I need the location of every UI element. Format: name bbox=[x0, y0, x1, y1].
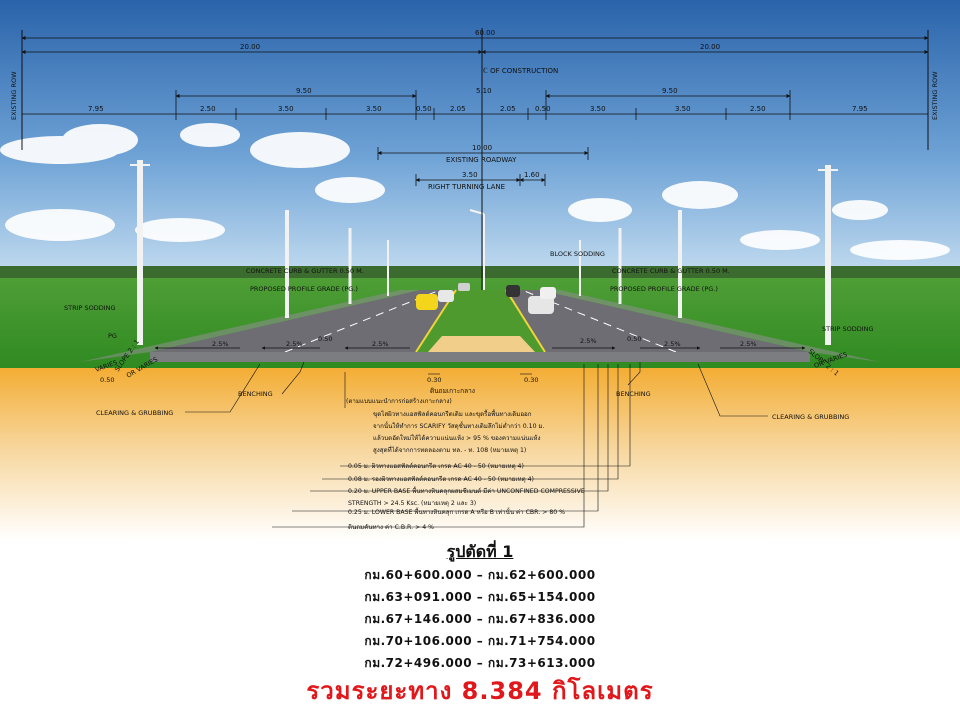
existing-row-right: EXISTING ROW bbox=[931, 71, 939, 120]
existing-roadway-label: EXISTING ROADWAY bbox=[446, 156, 517, 164]
caption: รูปตัดที่ 1 กม.60+600.000 – กม.62+600.00… bbox=[0, 540, 960, 714]
dim-existing-roadway: 10.00 bbox=[472, 144, 492, 152]
clearing-left-label: CLEARING & GRUBBING bbox=[96, 409, 173, 417]
road-left-carriageway bbox=[150, 290, 456, 352]
grade-right-2: 2.5% bbox=[664, 340, 681, 348]
dim-offset-left: 7.95 bbox=[88, 105, 104, 113]
km-range-4: กม.70+106.000 – กม.71+754.000 bbox=[364, 634, 596, 648]
clearing-right-label: CLEARING & GRUBBING bbox=[772, 413, 849, 421]
dim-median: 5.10 bbox=[476, 87, 492, 95]
existing-row-left: EXISTING ROW bbox=[10, 71, 18, 120]
bottom-050-left: 0.50 bbox=[100, 376, 114, 384]
dim-0-50-right: 0.50 bbox=[535, 105, 551, 113]
pg-offset-right: 0.50 bbox=[627, 335, 641, 343]
median-fill bbox=[428, 336, 535, 352]
layer-binder: 0.08 ม. รองผิวทางแอสฟัลต์คอนกรีต เกรด AC… bbox=[348, 475, 534, 483]
km-range-2: กม.63+091.000 – กม.65+154.000 bbox=[364, 590, 596, 604]
layer-upper-base-2: STRENGTH > 24.5 Ksc. (หมายเหตุ 2 และ 3) bbox=[348, 500, 476, 507]
dim-3-50-a-left: 3.50 bbox=[278, 105, 294, 113]
strip-sodding-left-label: STRIP SODDING bbox=[64, 304, 116, 312]
profile-right-label: PROPOSED PROFILE GRADE (PG.) bbox=[610, 285, 718, 293]
dim-3-50-b-left: 3.50 bbox=[366, 105, 382, 113]
km-range-3: กม.67+146.000 – กม.67+836.000 bbox=[364, 612, 596, 626]
curb-right-label: CONCRETE CURB & GUTTER 0.50 M. bbox=[612, 267, 730, 275]
benching-left-label: BENCHING bbox=[238, 390, 273, 398]
note-line-2: จากนั้นให้ทำการ SCARIFY วัสดุชั้นทางเดิม… bbox=[373, 421, 545, 430]
grade-right-1: 2.5% bbox=[580, 337, 597, 345]
dimension-lines bbox=[21, 36, 929, 182]
construction-centerline-label: ℂ OF CONSTRUCTION bbox=[483, 67, 558, 75]
note-line-1: ขุดไสผิวทางแอสฟัลต์คอนกรีตเดิม และขุดรื้… bbox=[373, 409, 532, 418]
dim-2-50-right: 2.50 bbox=[750, 105, 766, 113]
dim-half-left: 20.00 bbox=[240, 43, 260, 51]
bottom-030-right: 0.30 bbox=[524, 376, 538, 384]
profile-left-label: PROPOSED PROFILE GRADE (PG.) bbox=[250, 285, 358, 293]
clouds bbox=[0, 123, 950, 260]
total-distance: รวมระยะทาง 8.384 กิโลเมตร bbox=[306, 677, 654, 705]
note-line-4: สูงสุดที่ได้จากการทดลองตาม ทล. - ท. 108 … bbox=[373, 446, 526, 454]
dim-carriage-right: 9.50 bbox=[662, 87, 678, 95]
vehicles bbox=[416, 283, 556, 314]
cross-section-diagram: 60.00 20.00 20.00 ℂ OF CONSTRUCTION 9.50… bbox=[0, 0, 960, 540]
pg-label: PG bbox=[108, 332, 117, 340]
dim-2-50-left: 2.50 bbox=[200, 105, 216, 113]
strip-sodding-right-label: STRIP SODDING bbox=[822, 325, 874, 333]
dim-2-05-right: 2.05 bbox=[500, 105, 516, 113]
dim-carriage-left: 9.50 bbox=[296, 87, 312, 95]
grade-left-1: 2.5% bbox=[212, 340, 229, 348]
note-line-3: แล้วบดอัดใหม่ให้ได้ความแน่นแห้ง > 95 % ข… bbox=[373, 434, 541, 442]
bottom-030-left: 0.30 bbox=[427, 376, 441, 384]
km-range-5: กม.72+496.000 – กม.73+613.000 bbox=[364, 656, 596, 670]
shoulder-left bbox=[80, 290, 420, 362]
utility-poles bbox=[130, 160, 838, 345]
layer-surface: 0.05 ม. ผิวทางแอสฟัลต์คอนกรีต เกรด AC 40… bbox=[348, 462, 524, 470]
tree-line bbox=[0, 266, 960, 280]
dim-right-turn: 3.50 bbox=[462, 171, 478, 179]
soil-section bbox=[0, 368, 960, 540]
shoulder-right bbox=[540, 290, 880, 362]
median-fill-label: ดินถมเกาะกลาง bbox=[430, 387, 475, 395]
leader-lines bbox=[185, 361, 768, 528]
curb-line-right bbox=[505, 289, 546, 353]
dim-3-50-a-right: 3.50 bbox=[590, 105, 606, 113]
dimension-ticks bbox=[21, 90, 929, 186]
section-title: รูปตัดที่ 1 bbox=[446, 542, 514, 561]
right-turning-lane-label: RIGHT TURNING LANE bbox=[428, 183, 505, 191]
layer-lower-base: 0.25 ม. LOWER BASE พื้นทางหินคลุก เกรด A… bbox=[348, 507, 565, 516]
pg-offset-left: 0.50 bbox=[318, 335, 332, 343]
block-sodding-label: BLOCK SODDING bbox=[550, 250, 605, 258]
layer-upper-base: 0.20 ม. UPPER BASE พื้นทางหินคลุกผสมซีเม… bbox=[348, 486, 585, 495]
dim-0-50-left: 0.50 bbox=[416, 105, 432, 113]
benching-right-label: BENCHING bbox=[616, 390, 651, 398]
km-range-1: กม.60+600.000 – กม.62+600.000 bbox=[364, 568, 596, 582]
grade-left-2: 2.5% bbox=[286, 340, 303, 348]
dim-offset-right: 7.95 bbox=[852, 105, 868, 113]
dim-2-05-left: 2.05 bbox=[450, 105, 466, 113]
grade-left-3: 2.5% bbox=[372, 340, 389, 348]
dim-3-50-b-right: 3.50 bbox=[675, 105, 691, 113]
dim-half-right: 20.00 bbox=[700, 43, 720, 51]
dim-right-turn-offset: 1.60 bbox=[524, 171, 540, 179]
median-fill-note: (ตามแบบแนะนำการก่อสร้างเกาะกลาง) bbox=[346, 397, 452, 405]
pavement-slab bbox=[150, 352, 810, 362]
grade-right-3: 2.5% bbox=[740, 340, 757, 348]
curb-left-label: CONCRETE CURB & GUTTER 0.50 M. bbox=[246, 267, 364, 275]
road-right-carriageway bbox=[504, 290, 810, 352]
layer-subgrade: ดินถมคันทาง ค่า C.B.R. > 4 % bbox=[348, 524, 434, 531]
dim-total-row: 60.00 bbox=[475, 29, 495, 37]
